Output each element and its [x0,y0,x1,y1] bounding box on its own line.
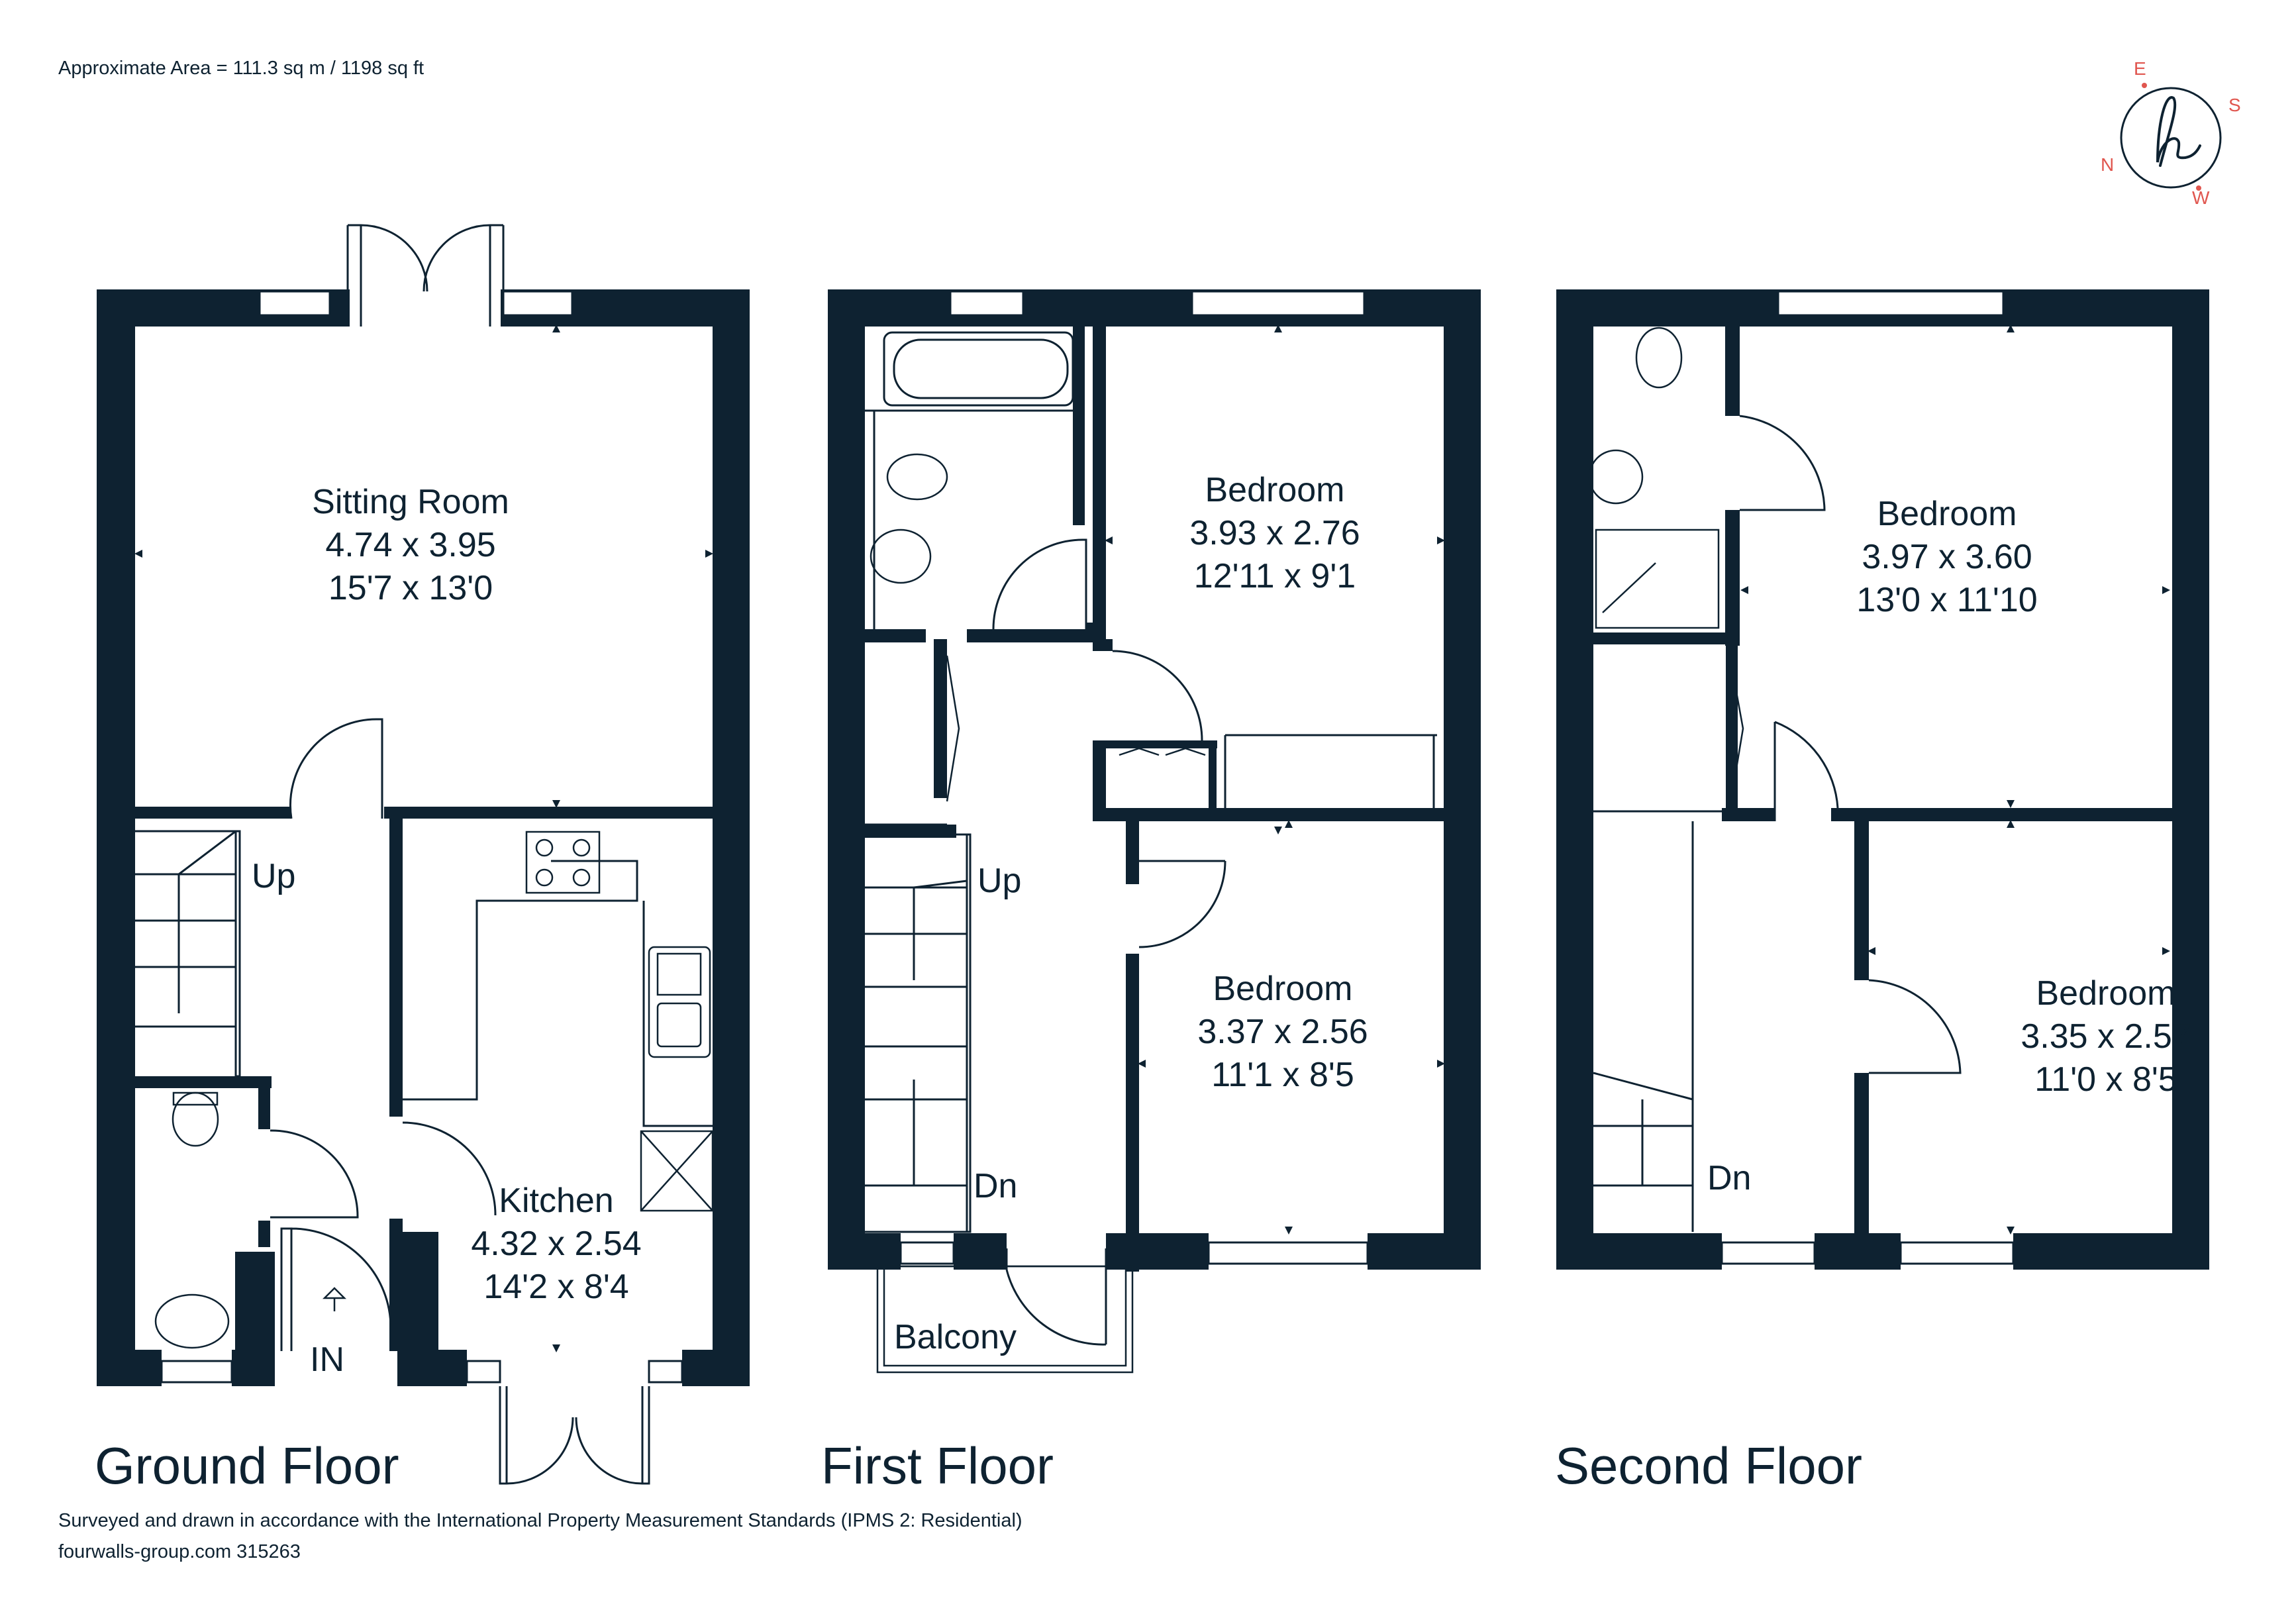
first-bedroom-a-imperial: 12'11 x 9'1 [1194,557,1356,595]
second-bedroom-b-imperial: 11'0 x 8'5 [2034,1060,2177,1099]
second-bedroom-b-name: Bedroom [2036,974,2176,1013]
basin-icon [154,1293,230,1349]
door [289,718,383,819]
ground-floor-title: Ground Floor [95,1437,399,1495]
first-bedroom-b-metric: 3.37 x 2.56 [1197,1013,1368,1051]
second-bedroom-a-metric: 3.97 x 3.60 [1862,538,2032,576]
stairs [1593,821,1694,1232]
second-bedroom-a-imperial: 13'0 x 11'10 [1856,581,2037,619]
door [346,224,505,327]
shower-icon [1595,529,1720,629]
sink-icon [648,946,711,1058]
window [160,1360,233,1384]
compass-n: N [2101,154,2114,175]
kitchen-metric: 4.32 x 2.54 [471,1225,641,1263]
wall [97,289,135,1386]
first-bedroom-a-name: Bedroom [1205,471,1345,509]
sitting-room-imperial: 15'7 x 13'0 [328,569,493,607]
window [501,290,574,317]
compass-w: W [2192,187,2210,208]
compass-e: E [2134,58,2146,79]
second-floor-plan: Bedroom 3.97 x 3.60 13'0 x 11'10 Bedroom… [1555,289,2209,1495]
first-floor-plan: Bedroom 3.93 x 2.76 12'11 x 9'1 Bedroom … [821,289,1481,1495]
balcony-label: Balcony [894,1318,1017,1356]
compass-s: S [2228,95,2241,115]
entrance-door [280,1227,392,1351]
second-stairs-down-label: Dn [1707,1159,1751,1197]
appliance-icon [640,1130,714,1212]
hob-icon [525,831,601,894]
first-bedroom-b-name: Bedroom [1213,970,1353,1008]
second-bedroom-b-metric: 3.35 x 2.57 [2021,1017,2191,1056]
letter-h-icon [2156,96,2201,167]
stairs [135,830,237,1073]
basin-icon [870,529,932,584]
area-text: Approximate Area = 111.3 sq m / 1198 sq … [58,58,424,79]
stairs-up-label: Up [252,857,295,895]
basin-icon [1588,449,1644,505]
bath-icon [883,331,1074,407]
door [1773,721,1839,821]
wall [713,289,750,1386]
first-stairs-down-label: Dn [973,1167,1017,1205]
second-bedroom-a-name: Bedroom [1877,495,2017,533]
door [992,538,1087,630]
compass-ring-icon [2120,87,2222,189]
first-bedroom-b-imperial: 11'1 x 8'5 [1211,1056,1354,1094]
stairs [865,833,968,1233]
standards-text: Surveyed and drawn in accordance with th… [58,1510,1023,1531]
door-swing [360,224,491,292]
door [499,1386,650,1485]
first-floor-title: First Floor [821,1437,1054,1495]
reference-text: fourwalls-group.com 315263 [58,1541,301,1562]
first-stairs-up-label: Up [977,862,1021,900]
toilet-icon [886,453,948,501]
ground-floor-plan: Sitting Room 4.74 x 3.95 15'7 x 13'0 Kit… [95,224,750,1495]
kitchen-name: Kitchen [499,1182,613,1220]
window [258,290,331,317]
sitting-room-name: Sitting Room [312,483,509,521]
door [270,1129,359,1219]
first-bedroom-a-metric: 3.93 x 2.76 [1189,514,1360,552]
kitchen-imperial: 14'2 x 8'4 [483,1268,628,1306]
door [1739,415,1826,511]
second-floor-title: Second Floor [1555,1437,1862,1495]
toilet-icon [172,1091,219,1147]
entrance-label: IN [310,1340,344,1379]
door [1868,979,1962,1074]
sitting-room-metric: 4.74 x 3.95 [325,526,495,564]
compass-logo: E S N W [2101,58,2241,208]
entrance-arrow-icon [322,1287,347,1311]
toilet-icon [1635,327,1683,389]
